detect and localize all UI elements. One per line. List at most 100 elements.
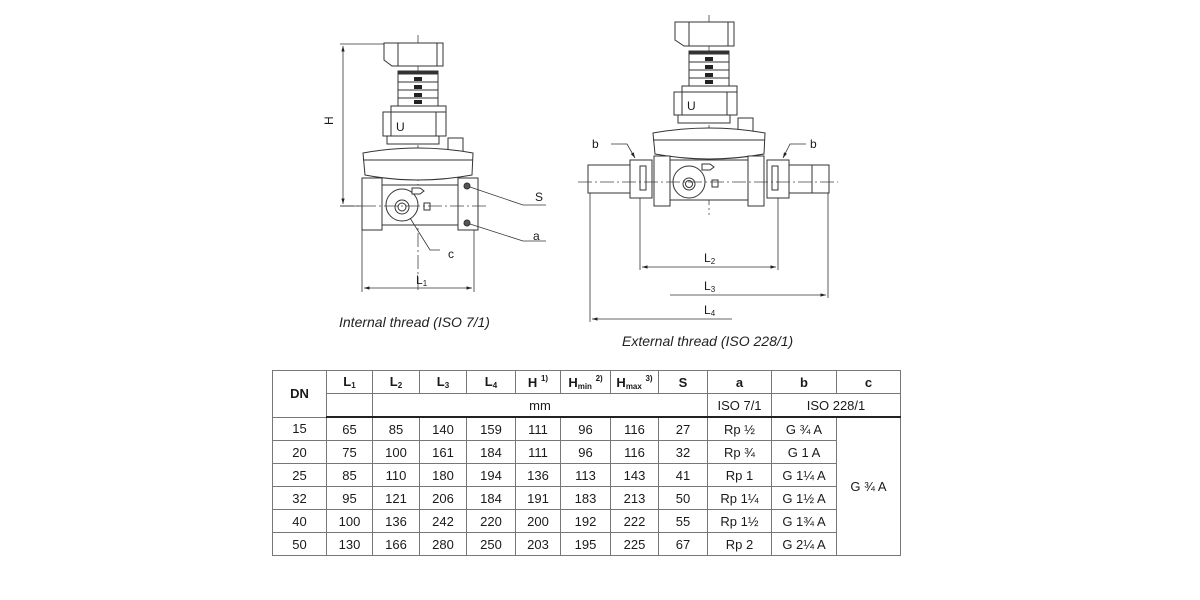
cell-hmax: 222 — [610, 509, 659, 533]
cell-l2: 110 — [372, 463, 420, 487]
cell-a: Rp ¾ — [707, 440, 772, 464]
cell-l4: 220 — [466, 509, 516, 533]
cell-dn: 50 — [272, 532, 327, 556]
unit-empty — [326, 393, 373, 418]
header-c: c — [836, 370, 901, 394]
label-L4: L4 — [704, 303, 716, 318]
cell-hmin: 96 — [560, 440, 611, 464]
cell-l3: 180 — [419, 463, 467, 487]
cell-l1: 75 — [326, 440, 373, 464]
caption-external-thread: External thread (ISO 228/1) — [622, 333, 794, 349]
cell-l3: 161 — [419, 440, 467, 464]
cell-h: 136 — [515, 463, 561, 487]
cell-dn: 25 — [272, 463, 327, 487]
cell-c: G ¾ A — [836, 416, 901, 556]
caption-internal-thread: Internal thread (ISO 7/1) — [339, 314, 490, 330]
cell-l2: 121 — [372, 486, 420, 510]
header-s: S — [658, 370, 708, 394]
cell-l3: 280 — [419, 532, 467, 556]
cell-hmax: 213 — [610, 486, 659, 510]
cell-h: 200 — [515, 509, 561, 533]
label-a: a — [533, 229, 540, 243]
cell-l1: 85 — [326, 463, 373, 487]
stem-marker: U — [687, 99, 696, 113]
cell-s: 32 — [658, 440, 708, 464]
cell-h: 191 — [515, 486, 561, 510]
cell-l2: 136 — [372, 509, 420, 533]
valve-internal-thread-drawing: U — [340, 35, 488, 290]
stem-marker: U — [396, 120, 405, 134]
cell-l3: 206 — [419, 486, 467, 510]
cell-l2: 100 — [372, 440, 420, 464]
unit-row: mm ISO 7/1 ISO 228/1 — [273, 393, 901, 418]
unit-a: ISO 7/1 — [707, 393, 772, 418]
cell-hmin: 96 — [560, 416, 611, 441]
cell-l3: 140 — [419, 416, 467, 441]
cell-a: Rp ½ — [707, 416, 772, 441]
cell-h: 111 — [515, 416, 561, 441]
left-dimensions — [340, 43, 546, 292]
cell-b: G 1¾ A — [771, 509, 837, 533]
cell-hmin: 113 — [560, 463, 611, 487]
scale-marks — [705, 57, 713, 84]
cell-b: G 1 A — [771, 440, 837, 464]
cell-hmax: 225 — [610, 532, 659, 556]
cell-b: G 1½ A — [771, 486, 837, 510]
cell-hmax: 116 — [610, 440, 659, 464]
header-hmax: Hmax 3) — [610, 370, 659, 394]
cell-s: 67 — [658, 532, 708, 556]
valve-external-thread-drawing: U — [578, 15, 838, 215]
cell-a: Rp 1½ — [707, 509, 772, 533]
cell-a: Rp 1¼ — [707, 486, 772, 510]
label-S: S — [535, 190, 543, 204]
label-H: H — [322, 116, 336, 125]
cell-l1: 95 — [326, 486, 373, 510]
cell-b: G 1¼ A — [771, 463, 837, 487]
label-b-right: b — [810, 137, 817, 151]
header-a: a — [707, 370, 772, 394]
cell-s: 55 — [658, 509, 708, 533]
cell-l4: 194 — [466, 463, 516, 487]
header-l2: L2 — [372, 370, 420, 394]
cell-dn: 15 — [272, 416, 327, 441]
label-L3: L3 — [704, 279, 716, 294]
technical-drawings: U H S a c L1 — [322, 15, 838, 322]
header-dn: DN — [272, 370, 327, 418]
cell-h: 111 — [515, 440, 561, 464]
header-b: b — [771, 370, 837, 394]
unit-mm: mm — [372, 393, 708, 418]
label-L1: L1 — [416, 273, 428, 288]
cell-hmin: 195 — [560, 532, 611, 556]
cell-l2: 166 — [372, 532, 420, 556]
cell-h: 203 — [515, 532, 561, 556]
cell-hmin: 183 — [560, 486, 611, 510]
cell-dn: 32 — [272, 486, 327, 510]
cell-hmax: 116 — [610, 416, 659, 441]
header-l1: L1 — [326, 370, 373, 394]
header-l3: L3 — [419, 370, 467, 394]
cell-l1: 130 — [326, 532, 373, 556]
label-b-left: b — [592, 137, 599, 151]
right-dimensions — [589, 143, 829, 322]
cell-l3: 242 — [419, 509, 467, 533]
cell-l1: 65 — [326, 416, 373, 441]
label-L2: L2 — [704, 251, 716, 266]
header-hmin: Hmin 2) — [560, 370, 611, 394]
cell-l2: 85 — [372, 416, 420, 441]
unit-bc: ISO 228/1 — [771, 393, 901, 418]
scale-marks — [414, 77, 422, 104]
cell-l4: 184 — [466, 486, 516, 510]
cell-l4: 159 — [466, 416, 516, 441]
cell-b: G 2¼ A — [771, 532, 837, 556]
cell-l1: 100 — [326, 509, 373, 533]
header-row: DN L1 L2 L3 L4 H 1) Hmin 2) Hmax 3) S a … — [272, 370, 901, 418]
cell-l4: 184 — [466, 440, 516, 464]
cell-hmax: 143 — [610, 463, 659, 487]
cell-s: 41 — [658, 463, 708, 487]
